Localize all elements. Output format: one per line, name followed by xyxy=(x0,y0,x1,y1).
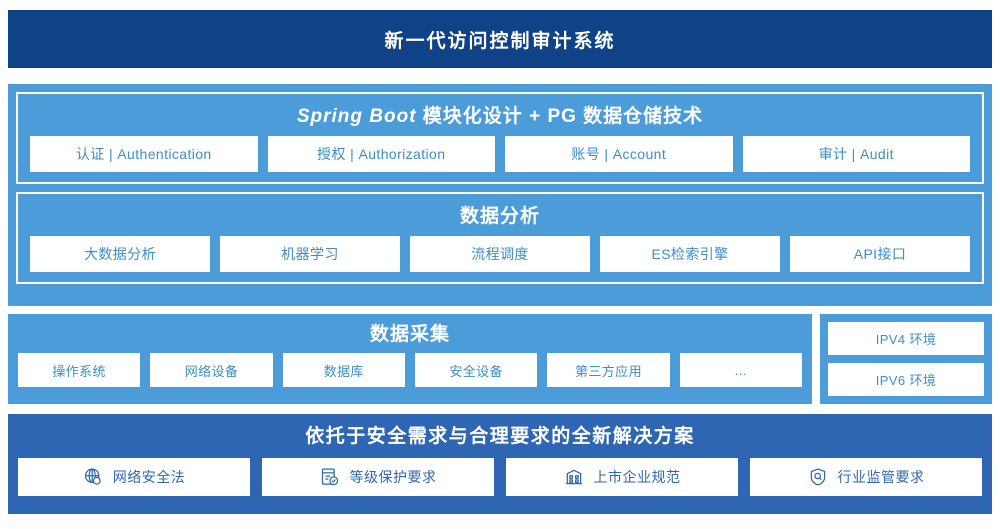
environment-ipv6[interactable]: IPV6 环境 xyxy=(828,363,984,396)
compliance-label: 上市企业规范 xyxy=(593,469,681,485)
architecture-title-rest: 模块化设计 + PG 数据仓储技术 xyxy=(416,106,704,127)
module-big-data-analysis[interactable]: 大数据分析 xyxy=(30,236,210,272)
globe-icon xyxy=(83,467,103,487)
building-icon xyxy=(564,467,584,487)
platform-panel: Spring Boot 模块化设计 + PG 数据仓储技术 认证 | Authe… xyxy=(8,84,992,306)
compliance-listed-enterprise[interactable]: 上市企业规范 xyxy=(506,458,738,496)
architecture-title: Spring Boot 模块化设计 + PG 数据仓储技术 xyxy=(30,102,970,136)
collection-panel: 数据采集 操作系统 网络设备 数据库 安全设备 第三方应用 … xyxy=(8,314,812,404)
compliance-cybersecurity-law[interactable]: 网络安全法 xyxy=(18,458,250,496)
compliance-industry-regulation[interactable]: 行业监管要求 xyxy=(750,458,982,496)
compliance-panel: 依托于安全需求与合理要求的全新解决方案 网络安全法 xyxy=(8,414,992,514)
analysis-module-row: 大数据分析 机器学习 流程调度 ES检索引擎 API接口 xyxy=(30,236,970,272)
source-security-device[interactable]: 安全设备 xyxy=(414,353,538,387)
collection-title: 数据采集 xyxy=(369,324,450,345)
module-es-search-engine[interactable]: ES检索引擎 xyxy=(600,236,780,272)
header-bar: 新一代访问控制审计系统 xyxy=(8,10,992,68)
compliance-label: 网络安全法 xyxy=(112,469,186,485)
analysis-title: 数据分析 xyxy=(459,206,540,227)
page-title: 新一代访问控制审计系统 xyxy=(384,30,616,52)
module-audit[interactable]: 审计 | Audit xyxy=(742,136,970,172)
compliance-label: 行业监管要求 xyxy=(837,469,925,485)
source-third-party-app[interactable]: 第三方应用 xyxy=(547,353,670,387)
collection-source-row: 操作系统 网络设备 数据库 安全设备 第三方应用 … xyxy=(18,353,802,387)
source-network-device[interactable]: 网络设备 xyxy=(150,353,273,387)
compliance-title: 依托于安全需求与合理要求的全新解决方案 xyxy=(305,426,695,447)
analysis-subpanel: 数据分析 大数据分析 机器学习 流程调度 ES检索引擎 API接口 xyxy=(16,192,984,284)
module-authorization[interactable]: 授权 | Authorization xyxy=(267,136,495,172)
compliance-row: 网络安全法 等级保护要求 xyxy=(18,458,982,496)
source-operating-system[interactable]: 操作系统 xyxy=(18,353,141,387)
module-process-scheduling[interactable]: 流程调度 xyxy=(410,236,590,272)
architecture-subpanel: Spring Boot 模块化设计 + PG 数据仓储技术 认证 | Authe… xyxy=(16,92,984,184)
source-more[interactable]: … xyxy=(679,353,802,387)
module-api-interface[interactable]: API接口 xyxy=(790,236,970,272)
environment-ipv4[interactable]: IPV4 环境 xyxy=(828,322,984,355)
module-account[interactable]: 账号 | Account xyxy=(505,136,733,172)
source-database[interactable]: 数据库 xyxy=(282,353,405,387)
architecture-title-italic: Spring Boot xyxy=(296,106,417,127)
architecture-module-row: 认证 | Authentication 授权 | Authorization 账… xyxy=(30,136,970,172)
module-machine-learning[interactable]: 机器学习 xyxy=(220,236,400,272)
environment-panel: IPV4 环境 IPV6 环境 xyxy=(820,314,992,404)
compliance-grade-protection[interactable]: 等级保护要求 xyxy=(262,458,494,496)
document-check-icon xyxy=(320,467,340,487)
module-authentication[interactable]: 认证 | Authentication xyxy=(30,136,258,172)
shield-search-icon xyxy=(808,467,828,487)
compliance-label: 等级保护要求 xyxy=(349,469,437,485)
